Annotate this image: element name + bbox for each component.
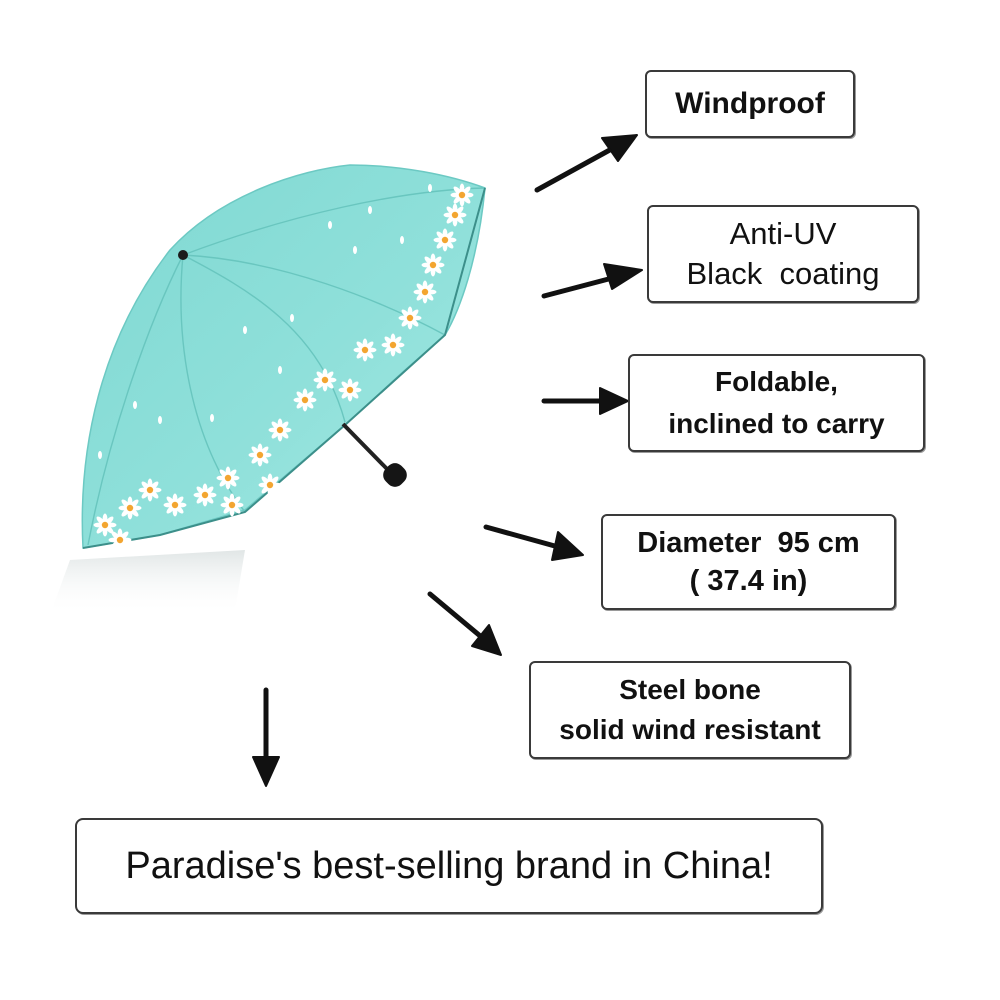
umbrella-handle [383, 463, 407, 487]
antiuv-line1: Anti-UV [729, 216, 837, 251]
windproof-label: Windproof [675, 87, 825, 120]
brand-tagline-box: Paradise's best-selling brand in China! [75, 818, 823, 914]
feature-windproof: Windproof [645, 70, 855, 138]
petal-pattern [98, 184, 432, 459]
feature-steel-bone: Steel bone solid wind resistant [529, 661, 851, 759]
arrow-to-windproof [534, 134, 638, 193]
steel-line1: Steel bone [619, 674, 761, 705]
umbrella-shaft [341, 422, 392, 474]
umbrella-top-tip [178, 250, 188, 260]
feature-foldable: Foldable, inclined to carry [628, 354, 925, 452]
feature-antiuv: Anti-UV Black coating [647, 205, 919, 303]
diameter-line2: ( 37.4 in) [689, 565, 808, 597]
antiuv-line2: Black coating [686, 256, 880, 291]
canopy-ribs [87, 187, 486, 546]
arrow-to-brand [252, 687, 280, 787]
umbrella-shadow [50, 550, 245, 615]
foldable-line1: Foldable, [715, 366, 838, 397]
diameter-line1: Diameter 95 cm [637, 527, 860, 559]
steel-line2: solid wind resistant [559, 714, 821, 745]
arrow-to-antiuv [541, 263, 643, 299]
brand-tagline: Paradise's best-selling brand in China! [125, 844, 773, 887]
arrow-to-diameter [483, 524, 584, 561]
arrow-to-steel [427, 591, 502, 656]
canopy-edge [82, 187, 486, 549]
feature-diameter: Diameter 95 cm ( 37.4 in) [601, 514, 896, 610]
foldable-line2: inclined to carry [668, 408, 885, 439]
arrow-to-foldable [541, 387, 629, 415]
